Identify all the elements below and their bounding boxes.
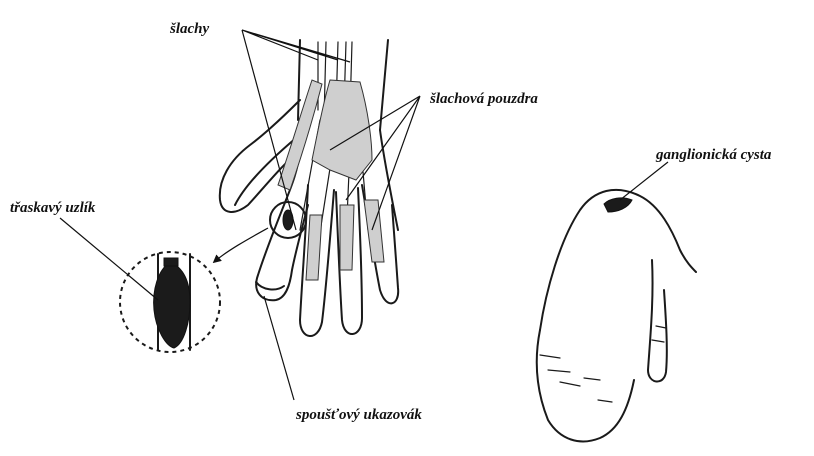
index-fingertip	[256, 282, 284, 289]
leader-nodule	[60, 218, 158, 300]
right-hand-illustration	[537, 190, 696, 442]
leader-trigger-finger	[264, 296, 294, 400]
nodule-magnified-inset	[120, 252, 220, 352]
tendon-sheaths	[278, 80, 384, 280]
leader-cyst	[620, 162, 668, 200]
left-hand-illustration	[220, 40, 398, 336]
label-tendon-sheaths: šlachová pouzdra	[430, 92, 538, 107]
label-tendons: šlachy	[170, 22, 209, 37]
label-snapping-nodule: třaskavý uzlík	[10, 201, 95, 216]
dorsal-finger-outer	[537, 330, 634, 441]
ganglion-cyst	[604, 198, 632, 212]
label-ganglion-cyst: ganglionická cysta	[656, 148, 771, 163]
inset-nodule	[154, 262, 190, 348]
inset-tendon-cap	[164, 258, 178, 266]
knuckle-creases	[540, 326, 666, 402]
label-trigger-finger: spoušťový ukazovák	[296, 408, 422, 423]
dorsal-fingers-right	[648, 260, 667, 382]
magnify-arrow	[214, 228, 268, 262]
index-finger-outline	[256, 200, 308, 300]
